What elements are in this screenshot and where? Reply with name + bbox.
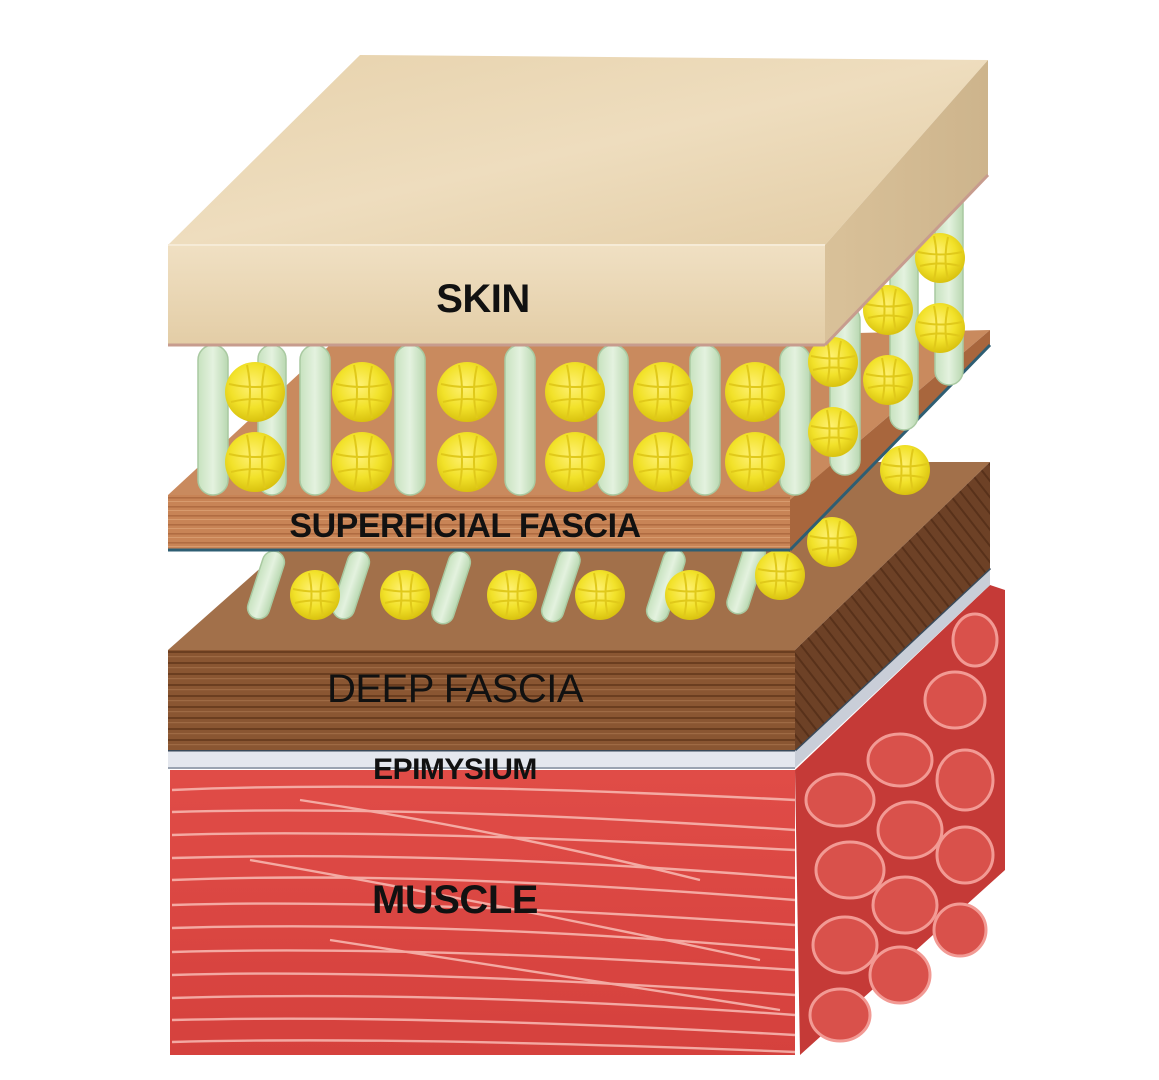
skin-layer — [168, 55, 990, 347]
muscle-fibers — [171, 785, 796, 1054]
deep-fascia-label: DEEP FASCIA — [327, 667, 584, 711]
superficial-fascia-label: SUPERFICIAL FASCIA — [289, 507, 640, 545]
muscle-label: MUSCLE — [372, 878, 538, 922]
epimysium-label: EPIMYSIUM — [373, 753, 537, 786]
skin-label: SKIN — [436, 277, 530, 321]
muscle-layer — [170, 585, 1005, 1055]
muscle-cross-section-cells — [804, 612, 999, 1043]
upper-connective-fibers — [197, 184, 966, 496]
lower-connective-fibers — [246, 444, 931, 625]
